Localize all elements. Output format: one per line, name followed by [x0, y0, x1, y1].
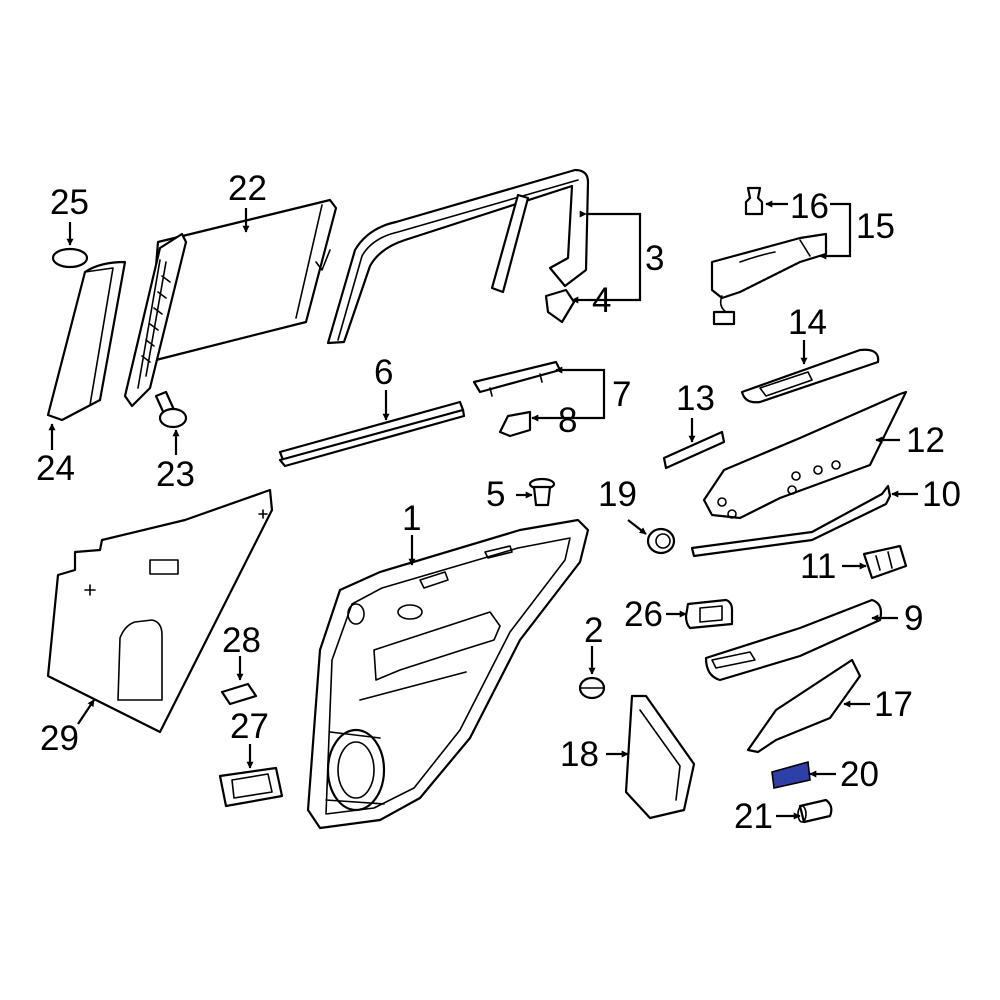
- callout-23: 23: [156, 455, 195, 494]
- callout-labels: 25 22 3 4 16 15 14 6 7 8 13 12 24 23 5 1…: [36, 169, 961, 836]
- callout-19: 19: [598, 475, 637, 514]
- part-22-sunshade[interactable]: [123, 198, 338, 408]
- callout-28: 28: [222, 621, 261, 660]
- callout-18: 18: [560, 735, 599, 774]
- part-19-grille[interactable]: [646, 527, 676, 555]
- part-18-trim-panel[interactable]: [624, 694, 696, 820]
- part-15-handle-assembly[interactable]: [710, 232, 828, 326]
- part-12-armrest-frame[interactable]: [702, 390, 908, 520]
- callout-25: 25: [50, 183, 89, 222]
- part-10-molding[interactable]: [690, 484, 892, 558]
- callout-27: 27: [230, 707, 269, 746]
- part-2-fastener[interactable]: [578, 676, 606, 700]
- callout-6: 6: [374, 353, 393, 392]
- callout-3: 3: [645, 239, 664, 278]
- callout-9: 9: [904, 599, 923, 638]
- part-16-clip[interactable]: [744, 186, 764, 216]
- callout-8: 8: [558, 401, 577, 440]
- part-5-clip[interactable]: [528, 477, 556, 507]
- part-9-armrest[interactable]: [704, 598, 883, 682]
- part-29-insulator[interactable]: [46, 488, 274, 734]
- leader-lines: [48, 200, 918, 820]
- callout-16: 16: [790, 187, 829, 226]
- callout-20: 20: [840, 755, 879, 794]
- callout-22: 22: [228, 169, 267, 208]
- callout-7: 7: [612, 375, 631, 414]
- callout-10: 10: [922, 475, 961, 514]
- part-17-map-pocket[interactable]: [746, 658, 862, 754]
- callout-17: 17: [874, 685, 913, 724]
- part-3-window-frame[interactable]: [326, 168, 590, 345]
- callout-1: 1: [402, 499, 421, 538]
- part-27-vent[interactable]: [218, 766, 284, 808]
- callout-5: 5: [486, 475, 505, 514]
- part-14-pull-handle[interactable]: [740, 348, 880, 404]
- callout-14: 14: [788, 303, 827, 342]
- part-25-grommet[interactable]: [51, 247, 89, 269]
- callout-2: 2: [584, 611, 603, 650]
- part-20-highlighted-insert[interactable]: [771, 760, 811, 789]
- part-8-clip[interactable]: [498, 410, 532, 438]
- part-23-screw[interactable]: [154, 390, 188, 429]
- part-7-bracket[interactable]: [472, 360, 562, 397]
- callout-26: 26: [624, 595, 663, 634]
- part-28-clip[interactable]: [220, 682, 258, 706]
- part-13-trim-strip[interactable]: [662, 430, 726, 470]
- part-26-switch[interactable]: [684, 598, 734, 630]
- part-1-door-panel[interactable]: [306, 518, 590, 830]
- callout-12: 12: [906, 421, 945, 460]
- part-21-bulb[interactable]: [797, 798, 833, 824]
- callout-4: 4: [592, 281, 611, 320]
- callout-29: 29: [40, 719, 79, 758]
- part-11-switch-housing[interactable]: [862, 544, 908, 580]
- callout-11: 11: [800, 547, 836, 586]
- part-6-belt-molding[interactable]: [278, 400, 466, 468]
- callout-24: 24: [36, 449, 75, 488]
- callout-13: 13: [676, 379, 715, 418]
- part-4-clip[interactable]: [544, 288, 576, 324]
- callout-15: 15: [856, 207, 895, 246]
- callout-21: 21: [734, 797, 773, 836]
- part-24-pillar-trim[interactable]: [46, 260, 127, 422]
